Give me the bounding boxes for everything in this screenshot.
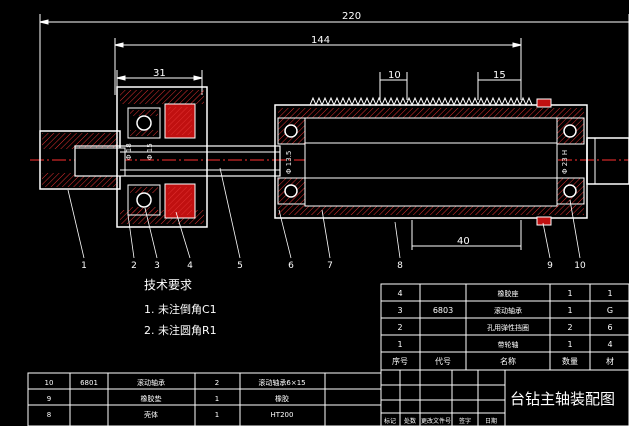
bom-right-material: G — [607, 306, 613, 315]
bom-left-qty: 1 — [215, 395, 219, 403]
bom-right-header-seq: 序号 — [392, 356, 408, 366]
bearing-left-bottom — [127, 184, 161, 216]
dim-dia-left-b: Φ 15 — [146, 143, 154, 160]
rack-teeth — [309, 96, 533, 107]
bearing-right-top — [556, 117, 585, 145]
bom-right-header-qty: 数量 — [562, 356, 578, 366]
dim-dia-right: Φ 23 H — [561, 150, 569, 174]
bearing-right-bottom — [556, 177, 585, 205]
bom-left-qty: 1 — [215, 411, 219, 419]
balloon-2: 2 — [131, 261, 137, 271]
rack-tooth-profile — [309, 96, 533, 107]
bom-right-name: 孔用弹性挡圈 — [487, 323, 529, 332]
spindle-nose — [586, 137, 629, 185]
bom-left-seq: 8 — [47, 411, 51, 419]
balloon-5: 5 — [237, 261, 243, 271]
bom-left-name: 壳体 — [144, 410, 158, 419]
balloon-3: 3 — [154, 261, 160, 271]
dim-overall-label: 220 — [342, 11, 361, 22]
bom-left-qty: 2 — [215, 379, 219, 387]
dim-rack — [379, 72, 522, 100]
bom-left-seq: 10 — [45, 379, 54, 387]
leader-lines — [67, 167, 581, 259]
bom-right-name: 橡胶座 — [498, 289, 519, 298]
balloon-4: 4 — [187, 261, 193, 271]
dim-hub-label: 31 — [153, 68, 166, 79]
dim-rack-pitch-label: 10 — [388, 70, 401, 81]
retaining-ring-top — [536, 98, 552, 108]
title-footer-cell: 标记 — [384, 417, 396, 425]
bom-right-header-material: 材 — [606, 356, 614, 366]
bom-left-note: HT200 — [271, 411, 294, 419]
title-footer-cell: 日期 — [485, 417, 497, 425]
retaining-ring-bottom — [536, 216, 552, 226]
bom-right-seq: 2 — [397, 323, 402, 332]
dim-sleeve-label: 40 — [457, 236, 470, 247]
bom-right-material: 1 — [607, 289, 612, 298]
tech-req-item-2: 2. 未注圆角R1 — [144, 324, 217, 337]
dim-dia-mid: Φ 13.5 — [285, 151, 293, 174]
drawing-title: 台钻主轴装配图 — [510, 390, 616, 408]
bearing-mid-bottom — [277, 177, 306, 205]
bom-left-note: 滚动轴承6×15 — [258, 378, 305, 387]
bom-right-qty: 2 — [567, 323, 572, 332]
bearing-mid-top — [277, 117, 306, 145]
bom-left-name: 橡胶垫 — [141, 394, 162, 403]
bom-left-seq: 9 — [47, 395, 51, 403]
spindle-sleeve — [274, 104, 588, 219]
bom-right-material: 6 — [607, 323, 612, 332]
bom-right-material: 4 — [607, 340, 612, 349]
bom-right-seq: 1 — [397, 340, 402, 349]
balloon-7: 7 — [327, 261, 333, 271]
bom-right-name: 滚动轴承 — [494, 306, 522, 315]
spline-shaft — [74, 145, 281, 177]
bom-right-name: 带轮轴 — [498, 340, 519, 349]
balloon-8: 8 — [397, 261, 403, 271]
dim-dia-left-a: Φ 18 — [125, 143, 133, 160]
bom-right-code: 6803 — [433, 306, 453, 315]
title-footer-cell: 处数 — [404, 417, 416, 425]
bom-right-seq: 4 — [397, 289, 402, 298]
bom-left-note: 橡胶 — [275, 394, 289, 403]
bom-right-qty: 1 — [567, 289, 572, 298]
bearing-left-top — [127, 107, 161, 139]
tech-req-item-1: 1. 未注倒角C1 — [144, 303, 217, 316]
title-block — [380, 369, 629, 426]
dim-overall — [39, 14, 629, 140]
balloon-10: 10 — [574, 261, 586, 271]
bom-left-name: 滚动轴承 — [137, 378, 165, 387]
bom-right-header-name: 名称 — [500, 356, 516, 366]
pulley-housing — [116, 86, 208, 228]
bom-right-qty: 1 — [567, 340, 572, 349]
dim-sleeve — [411, 220, 522, 250]
bom-right-seq: 3 — [397, 306, 402, 315]
bom-right-qty: 1 — [567, 306, 572, 315]
balloon-6: 6 — [288, 261, 294, 271]
balloon-9: 9 — [547, 261, 553, 271]
title-footer-cell: 更改文件号 — [421, 417, 451, 425]
title-footer-cell: 签字 — [459, 417, 471, 425]
bom-right-header-code: 代号 — [435, 356, 451, 366]
balloon-1: 1 — [81, 261, 87, 271]
dim-rack-end-label: 15 — [493, 70, 506, 81]
dim-span-label: 144 — [311, 35, 330, 46]
bom-left-code: 6801 — [80, 379, 98, 387]
tech-req-title: 技术要求 — [144, 278, 193, 292]
